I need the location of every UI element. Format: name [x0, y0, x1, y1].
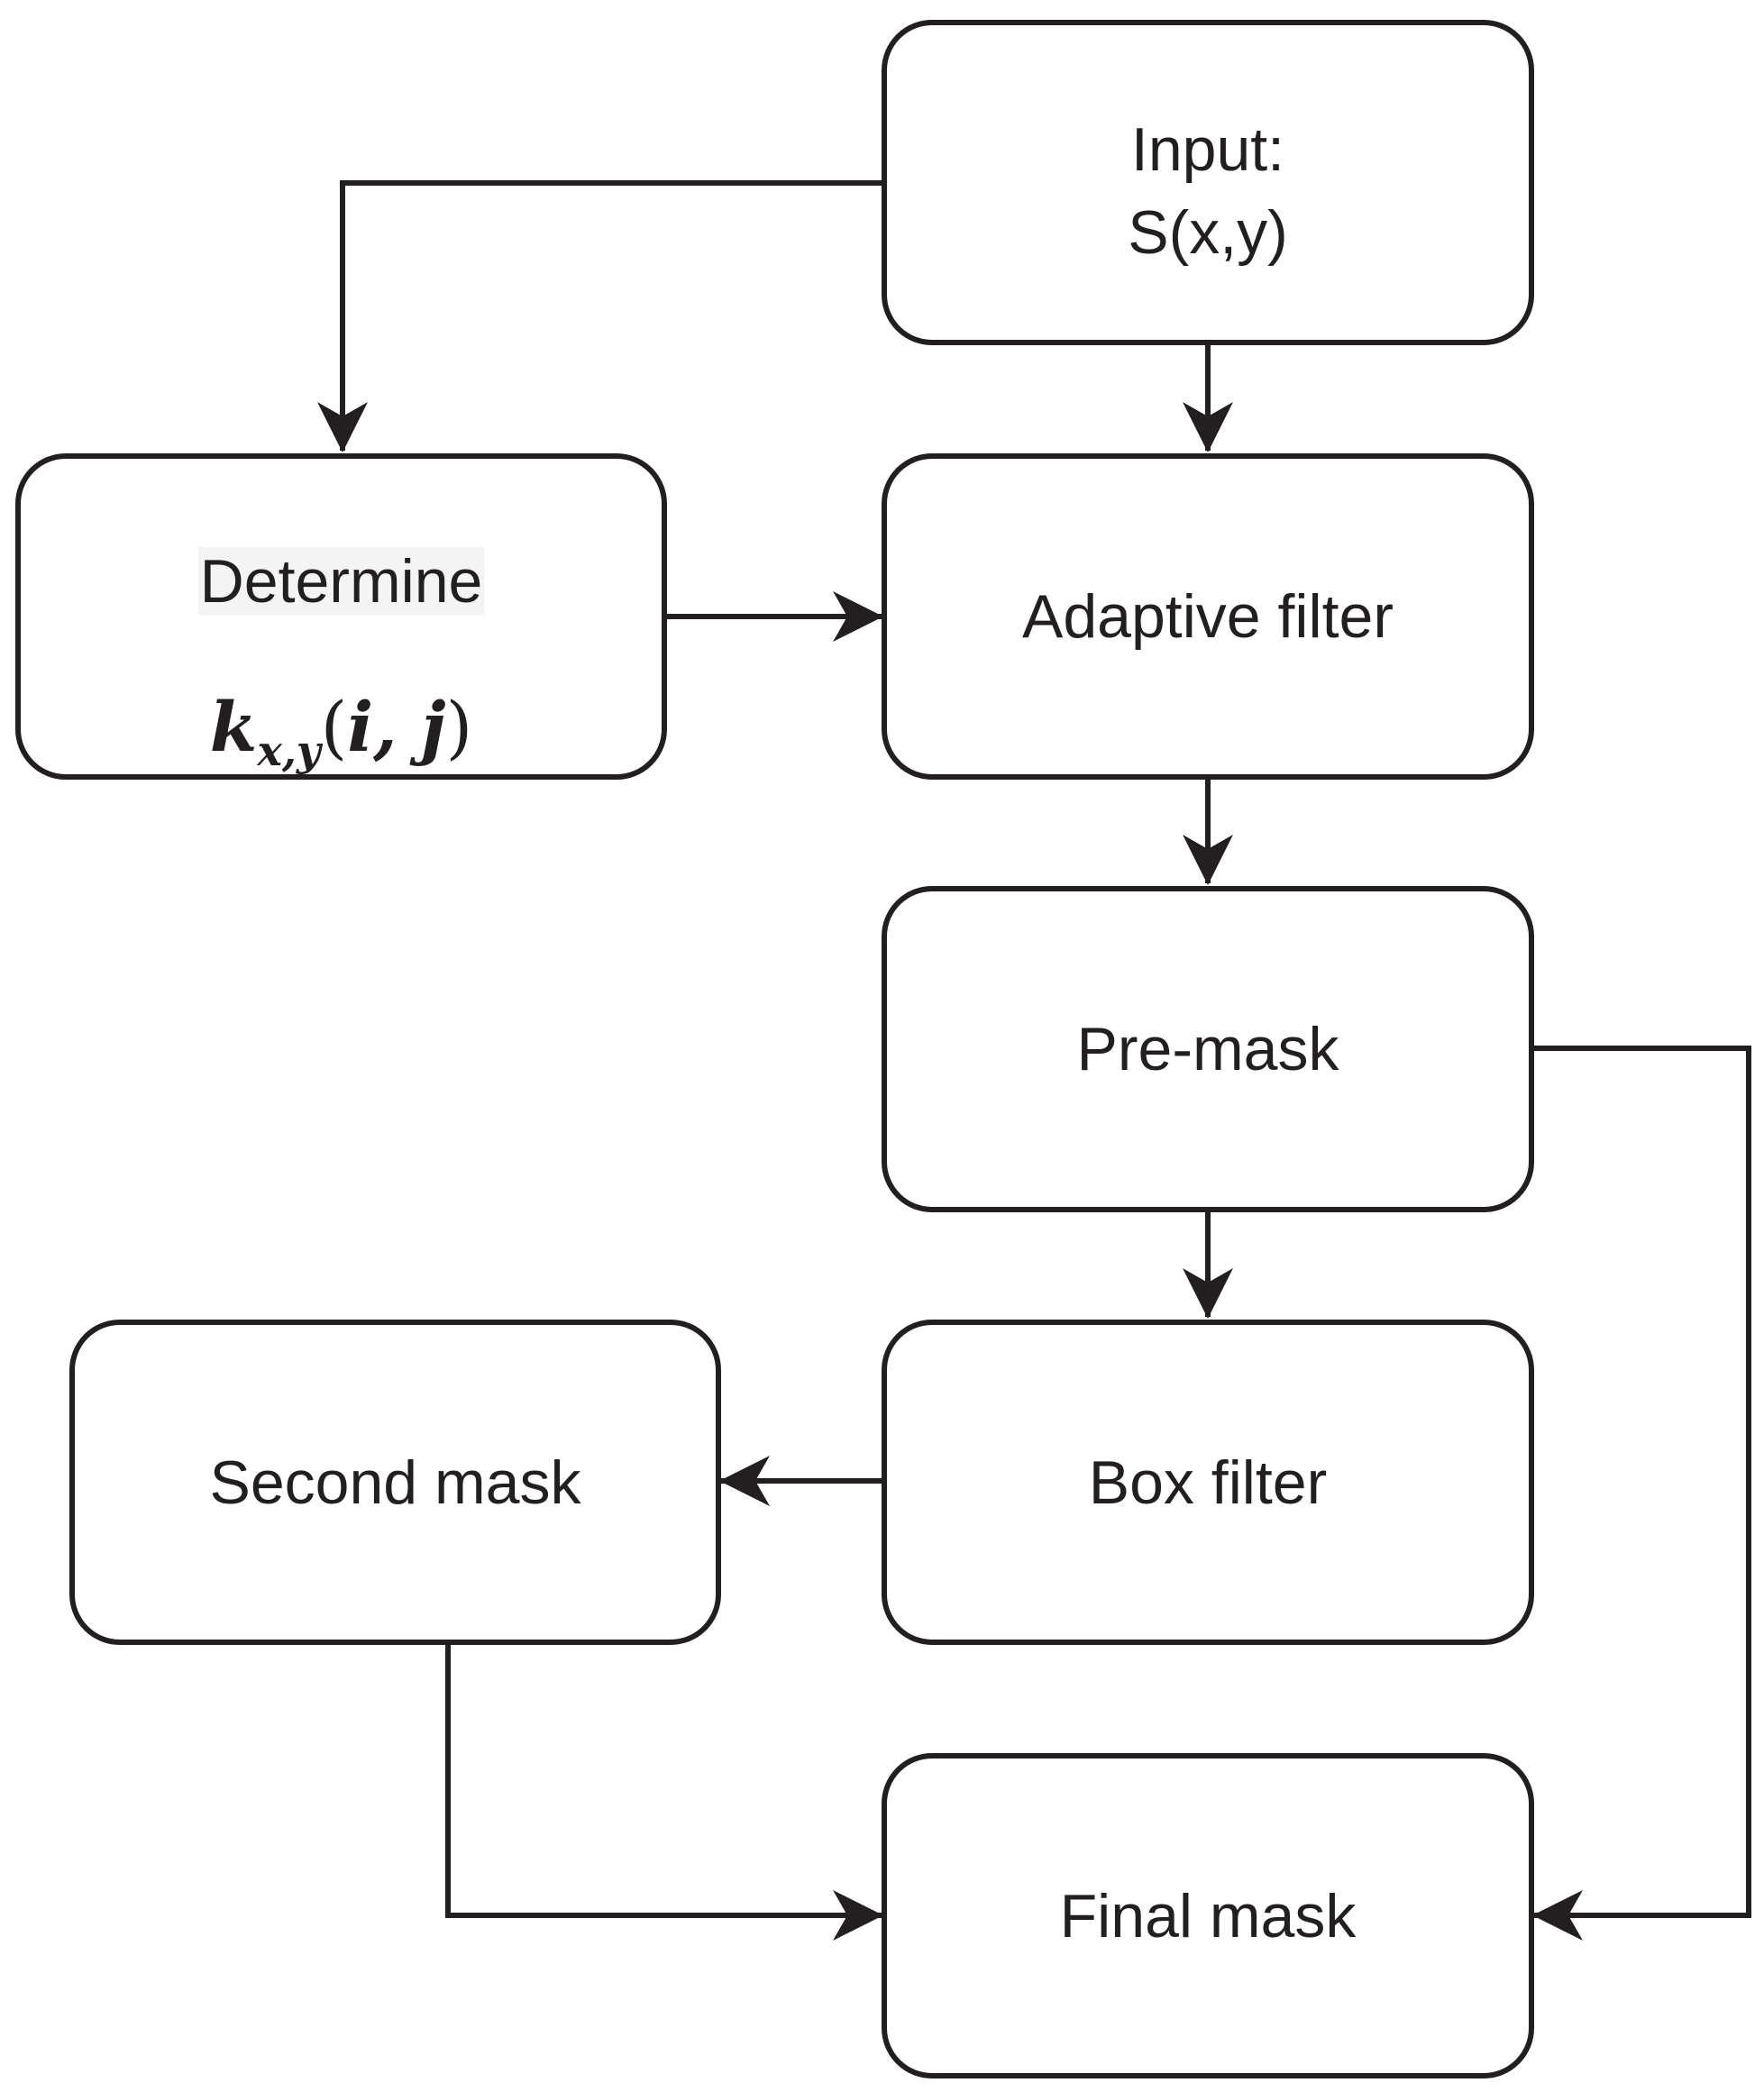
input-label-line2: S(x,y) [1128, 198, 1288, 267]
formula-open-paren: ( [320, 687, 348, 767]
formula-args: i, j [347, 687, 446, 767]
final-mask-label: Final mask [1059, 1881, 1357, 1950]
input-label: Input: S(x,y) [887, 108, 1529, 274]
formula-close-paren: ) [445, 687, 473, 767]
kernel-formula: kx,y(i, j) [21, 687, 662, 791]
node-pre-mask: Pre-mask [882, 886, 1534, 1212]
determine-label: Determine [21, 540, 662, 623]
node-box-filter: Box filter [882, 1320, 1534, 1645]
second-mask-label: Second mask [209, 1448, 581, 1517]
box-filter-label: Box filter [1088, 1448, 1328, 1517]
edge-pre-mask-to-final-mask [1532, 1046, 1751, 1941]
formula-subscript: x,y [257, 726, 321, 775]
node-second-mask: Second mask [69, 1320, 721, 1645]
adaptive-filter-label: Adaptive filter [1022, 582, 1394, 651]
edge-second-mask-to-final-mask [445, 1645, 883, 1941]
edge-input-to-determine [317, 180, 882, 452]
formula-base: k [209, 687, 258, 767]
node-final-mask: Final mask [882, 1753, 1534, 2078]
input-label-line1: Input: [1130, 115, 1285, 184]
pre-mask-label: Pre-mask [1076, 1015, 1339, 1083]
node-determine: Determine kx,y(i, j) [15, 453, 667, 780]
determine-label-text: Determine [197, 547, 485, 616]
node-adaptive-filter: Adaptive filter [882, 453, 1534, 780]
node-input: Input: S(x,y) [882, 20, 1534, 345]
